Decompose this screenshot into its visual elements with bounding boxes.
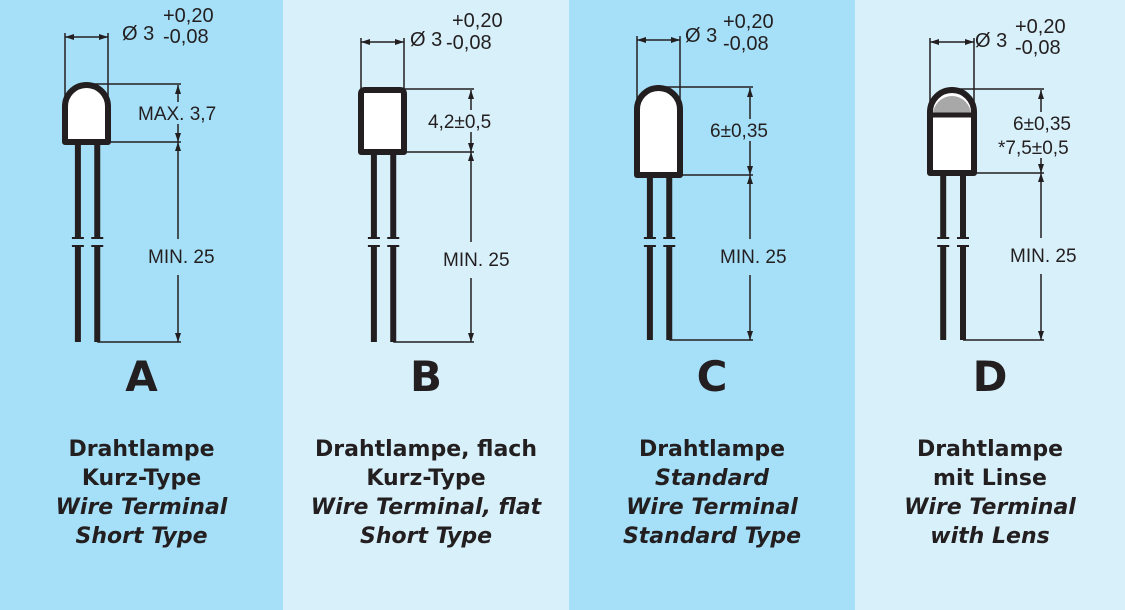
lead-wire (646, 247, 653, 340)
caption-en-1: Wire Terminal (904, 495, 1076, 520)
lead-length-label: MIN. 25 (443, 250, 510, 271)
type-letter: A (125, 352, 158, 401)
tolerance-minus: -0,08 (1015, 37, 1061, 59)
height-label: 4,2±0,5 (428, 112, 491, 133)
tolerance-minus: -0,08 (446, 32, 492, 54)
caption-de-2: mit Linse (933, 466, 1047, 491)
lead-length-label: MIN. 25 (1010, 246, 1077, 267)
arrowhead (671, 37, 680, 43)
caption-de-2: Kurz-Type (366, 466, 486, 491)
type-letter: B (409, 352, 442, 401)
lead-length-label: MIN. 25 (720, 247, 787, 268)
arrowhead (930, 39, 939, 45)
caption-de-2: Kurz-Type (81, 466, 202, 491)
caption: Drahtlampe Standard Wire Terminal Standa… (569, 435, 855, 551)
caption-en-2: Short Type (75, 524, 208, 549)
arrowhead (1038, 90, 1044, 99)
lead-length-label: MIN. 25 (148, 247, 215, 268)
arrowhead (965, 39, 974, 45)
lamp-body (358, 87, 407, 155)
tolerance-plus: +0,20 (452, 10, 503, 32)
type-letter: D (972, 352, 1008, 401)
lead-wire (940, 173, 947, 237)
lens-icon (933, 96, 971, 115)
caption-en-1: Wire Terminal (55, 495, 228, 520)
arrowhead (395, 39, 404, 45)
diameter-label: Ø 3 (975, 30, 1007, 52)
height-label: 6±0,35 (1013, 114, 1071, 135)
arrowhead (175, 133, 181, 142)
lead-wire (666, 175, 673, 237)
caption-de-1: Drahtlampe (68, 437, 215, 462)
lead-wire (960, 173, 966, 237)
lamp-body (62, 82, 111, 145)
arrowhead (1038, 331, 1044, 340)
tolerance-plus: +0,20 (163, 5, 214, 27)
lamp-body (634, 85, 683, 178)
arrowhead (468, 90, 474, 99)
lead-wire (390, 247, 397, 342)
lead-wire (74, 142, 81, 237)
height-label: *7,5±0,5 (998, 138, 1069, 159)
caption: Drahtlampe Kurz-Type Wire Terminal Short… (0, 435, 283, 551)
arrowhead (468, 333, 474, 342)
lead-wire (940, 247, 947, 340)
panel-a: A Drahtlampe Kurz-Type Wire Terminal Sho… (0, 0, 283, 610)
arrowhead (175, 142, 181, 151)
arrowhead (468, 143, 474, 152)
caption: Drahtlampe mit Linse Wire Terminal with … (855, 435, 1125, 551)
arrowhead (1038, 173, 1044, 182)
tolerance-minus: -0,08 (163, 26, 209, 48)
caption-de-1: Drahtlampe, flach (315, 437, 537, 462)
diameter-label: Ø 3 (122, 23, 154, 45)
caption-en-1: Wire Terminal (626, 495, 798, 520)
lead-wire (666, 247, 673, 340)
lead-wire (646, 175, 653, 237)
tolerance-plus: +0,20 (1015, 16, 1066, 38)
arrowhead (175, 85, 181, 94)
lead-wire (74, 247, 81, 342)
type-letter: C (696, 352, 728, 401)
caption-de-2: Standard (654, 466, 770, 491)
diameter-label: Ø 3 (685, 25, 717, 47)
height-label: 6±0,35 (710, 121, 768, 142)
lead-wire (370, 247, 377, 342)
arrowhead (747, 88, 753, 97)
arrowhead (747, 175, 753, 184)
arrowhead (65, 34, 74, 40)
arrowhead (99, 34, 108, 40)
arrowhead (468, 152, 474, 161)
panel-b: B Drahtlampe, flach Kurz-Type Wire Termi… (283, 0, 569, 610)
tolerance-minus: -0,08 (723, 33, 769, 55)
lead-wire (370, 152, 377, 237)
lead-wire (960, 247, 966, 340)
panel-c: C Drahtlampe Standard Wire Terminal Stan… (569, 0, 855, 610)
caption: Drahtlampe, flach Kurz-Type Wire Termina… (283, 435, 569, 551)
panel-d: D Drahtlampe mit Linse Wire Terminal wit… (855, 0, 1125, 610)
lead-wire (390, 152, 397, 237)
diameter-label: Ø 3 (410, 29, 442, 51)
caption-en-1: Wire Terminal, flat (310, 495, 542, 520)
arrowhead (637, 37, 646, 43)
caption-en-2: Short Type (359, 524, 493, 549)
arrowhead (175, 333, 181, 342)
arrowhead (747, 331, 753, 340)
caption-en-2: Standard Type (622, 524, 802, 549)
arrowhead (361, 39, 370, 45)
height-label: MAX. 3,7 (138, 104, 216, 125)
arrowhead (747, 166, 753, 175)
caption-de-1: Drahtlampe (916, 437, 1064, 462)
arrowhead (1038, 164, 1044, 173)
lead-wire (94, 142, 101, 237)
lead-wire (94, 247, 101, 342)
caption-en-2: with Lens (930, 524, 1050, 549)
caption-de-1: Drahtlampe (638, 437, 786, 462)
tolerance-plus: +0,20 (723, 11, 774, 33)
